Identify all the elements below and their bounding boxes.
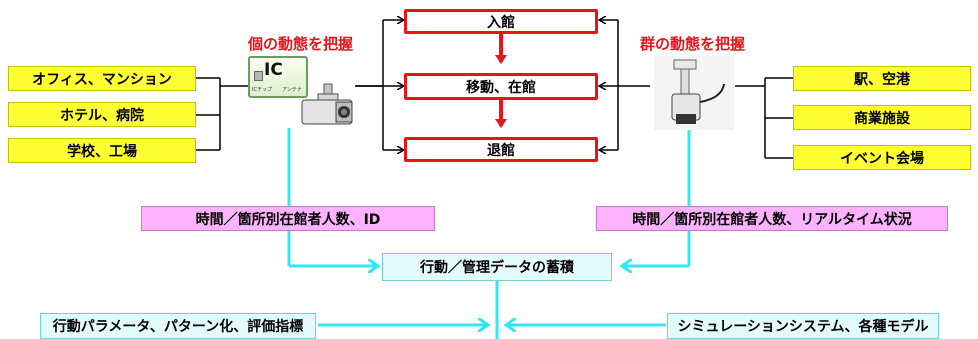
stage-entry: 入館 <box>404 9 598 34</box>
data-accumulation-box: 行動／管理データの蓄積 <box>382 253 612 281</box>
dome-camera-icon <box>654 56 734 130</box>
stage-movement-stay: 移動、在館 <box>404 73 598 100</box>
ic-card-label: IC <box>264 60 283 80</box>
source-school-factory: 学校、工場 <box>8 138 196 163</box>
left-flow-arrows <box>355 20 403 150</box>
individual-data-label: 時間／箇所別在館者人数、ID <box>141 206 435 231</box>
source-commercial-facility: 商業施設 <box>793 105 971 130</box>
output-simulation-models: シミュレーションシステム、各種モデル <box>667 313 939 339</box>
group-data-label: 時間／箇所別在館者人数、リアルタイム状況 <box>596 206 948 231</box>
right-flow-arrows <box>600 20 650 150</box>
right-bracket-lines <box>735 77 793 159</box>
source-station-airport: 駅、空港 <box>793 66 971 91</box>
left-bracket-lines <box>196 77 248 151</box>
source-office-mansion: オフィス、マンション <box>8 66 196 91</box>
data-flow-lines <box>287 128 691 339</box>
stage-exit: 退館 <box>404 137 598 162</box>
ic-chip-caption: ICチップ <box>252 87 272 93</box>
individual-title: 個の動態を把握 <box>248 35 354 53</box>
source-hotel-hospital: ホテル、病院 <box>8 102 196 127</box>
output-behavior-parameters: 行動パラメータ、パターン化、評価指標 <box>40 313 316 339</box>
ic-card-icon: IC ICチップ アンテナ <box>248 56 308 98</box>
source-event-venue: イベント会場 <box>793 145 971 170</box>
security-camera-icon <box>301 83 353 125</box>
group-title: 群の動態を把握 <box>640 35 746 53</box>
antenna-caption: アンテナ <box>282 87 302 93</box>
